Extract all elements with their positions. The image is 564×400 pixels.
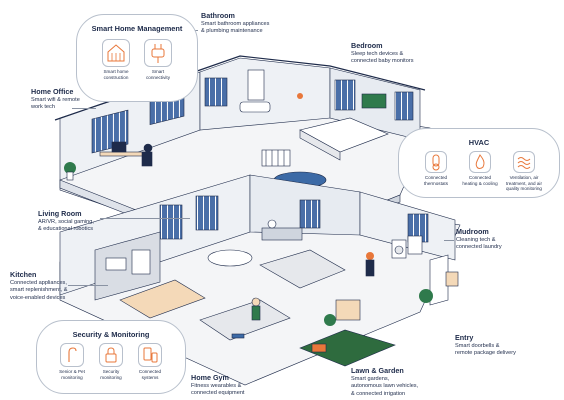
gym-person: [251, 297, 261, 307]
bedroom-window: [334, 79, 356, 111]
plug-icon: [144, 39, 172, 67]
house-icon: [102, 39, 130, 67]
senior-pet-monitoring-caption: Senior & Pet monitoring: [59, 369, 85, 380]
shower: [247, 69, 265, 101]
leader-line-kitchen: [68, 285, 108, 286]
office-worker: [143, 143, 153, 153]
devices-icon: [138, 343, 162, 367]
bathroom-title: Bathroom: [201, 11, 235, 20]
vr-user: [267, 219, 277, 229]
mudroom-wall: [359, 191, 456, 261]
leader-line-home-office: [72, 108, 96, 109]
smart-connectivity-caption: Smart connectivity: [145, 69, 170, 80]
couch: [261, 227, 303, 241]
connected-heating-item: Connected heating & cooling: [457, 151, 503, 186]
hvac-panel: HVAC Connected thermostats Connected hea…: [398, 128, 560, 198]
cane-icon: [60, 343, 84, 367]
kitchen-window: [159, 204, 183, 240]
hvac-title: HVAC: [468, 138, 490, 147]
security-monitoring-caption: Security monitoring: [100, 369, 122, 380]
living-window-2: [299, 199, 321, 229]
connected-thermostats-item: Connected thermostats: [413, 151, 459, 186]
smart-home-management-title: Smart Home Management: [91, 24, 183, 33]
bathtub: [239, 101, 271, 113]
kitchen-rug: [119, 279, 206, 319]
bed-artwork: [361, 93, 387, 109]
ventilation-caption: Ventilation, air treatment, and air qual…: [505, 175, 542, 192]
security-monitoring-item: Security monitoring: [88, 343, 134, 380]
smart-connectivity-item: Smart connectivity: [135, 39, 181, 80]
home-gym-label: Home Gym Fitness wearables & connected e…: [191, 373, 245, 398]
flame-icon: [469, 151, 491, 173]
entry-title: Entry: [455, 333, 474, 342]
mudroom-description: Cleaning tech & connected laundry: [456, 237, 502, 251]
bedroom-label: Bedroom Sleep tech devices & connected b…: [351, 41, 414, 66]
entry-door: [429, 254, 449, 306]
home-office-label: Home Office Smart wifi & remote work tec…: [31, 87, 80, 112]
mudroom-label: Mudroom Cleaning tech & connected laundr…: [456, 227, 502, 252]
home-office-title: Home Office: [31, 87, 74, 96]
security-monitoring-title: Security & Monitoring: [72, 330, 150, 339]
senior-pet-monitoring-item: Senior & Pet monitoring: [49, 343, 95, 380]
living-room-label: Living Room AR/VR, social gaming, & educ…: [38, 209, 94, 234]
connected-heating-caption: Connected heating & cooling: [462, 175, 498, 186]
bathroom-label: Bathroom Smart bathroom appliances & plu…: [201, 11, 269, 36]
kitchen-label: Kitchen Connected appliances, smart repl…: [10, 270, 68, 302]
bedroom-window-2: [394, 91, 414, 121]
bathroom-window: [204, 77, 228, 107]
entry-label: Entry Smart doorbells & remote package d…: [455, 333, 516, 358]
dumbbells: [231, 333, 245, 339]
living-room-title: Living Room: [38, 209, 82, 218]
gym-mat: [199, 299, 291, 341]
ventilation-item: Ventilation, air treatment, and air qual…: [501, 151, 547, 192]
lawn-garden-description: Smart gardens, autonomous lawn vehicles,…: [351, 376, 419, 397]
kitchen-title: Kitchen: [10, 270, 37, 279]
smart-home-management-panel: Smart Home Management Smart home constru…: [76, 14, 198, 102]
mudroom-title: Mudroom: [456, 227, 489, 236]
bedroom-description: Sleep tech devices & connected baby moni…: [351, 51, 414, 65]
lawn: [299, 329, 396, 367]
lawn-garden-title: Lawn & Garden: [351, 366, 404, 375]
kitchen-description: Connected appliances, smart replenishmen…: [10, 280, 68, 301]
leader-line-living-room: [100, 218, 190, 219]
bedroom-title: Bedroom: [351, 41, 383, 50]
living-rug: [259, 249, 346, 289]
lawn-garden-label: Lawn & Garden Smart gardens, autonomous …: [351, 366, 418, 398]
smart-home-construction-item: Smart home construction: [93, 39, 139, 80]
home-office-description: Smart wifi & remote work tech: [31, 97, 80, 111]
air-waves-icon: [513, 151, 535, 173]
connected-thermostats-caption: Connected thermostats: [424, 175, 448, 186]
thermostat-icon: [425, 151, 447, 173]
smart-home-construction-caption: Smart home construction: [103, 69, 129, 80]
living-room-description: AR/VR, social gaming, & educational robo…: [38, 219, 94, 233]
dining-table: [207, 249, 253, 267]
living-window: [195, 195, 219, 231]
crib: [261, 149, 291, 167]
lower-floor: [59, 174, 461, 386]
connected-systems-caption: Connected systems: [138, 369, 162, 380]
kitchen-cabinets: [94, 231, 161, 301]
home-gym-title: Home Gym: [191, 373, 229, 382]
leader-line-mudroom: [444, 240, 454, 241]
bathroom-description: Smart bathroom appliances & plumbing mai…: [201, 21, 270, 35]
connected-systems-item: Connected systems: [127, 343, 173, 380]
entry-description: Smart doorbells & remote package deliver…: [455, 343, 516, 357]
dryer: [407, 235, 423, 255]
lock-icon: [99, 343, 123, 367]
security-monitoring-panel: Security & Monitoring Senior & Pet monit…: [36, 320, 186, 394]
lawn-mower: [311, 343, 327, 353]
home-gym-description: Fitness wearables & connected equipment: [191, 383, 245, 397]
